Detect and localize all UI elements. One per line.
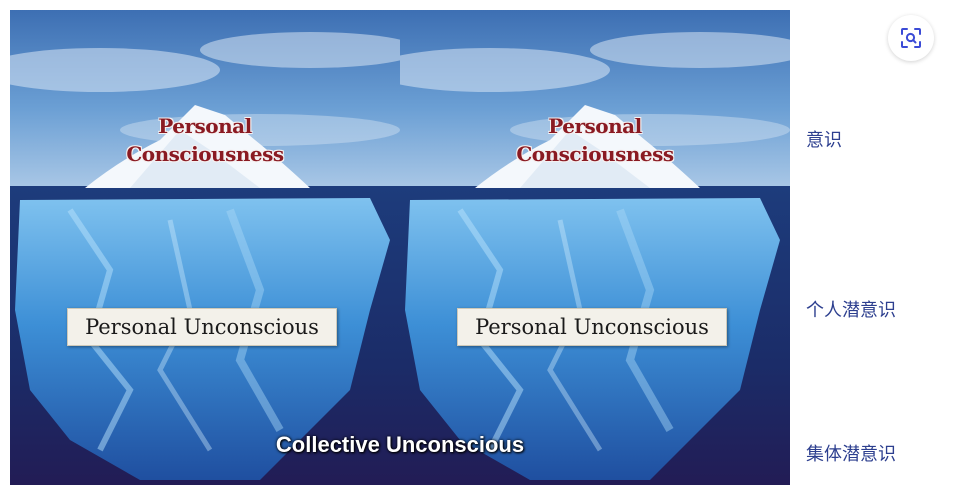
personal-unconscious-label: Personal Unconscious (67, 308, 337, 346)
iceberg-illustration (400, 10, 790, 485)
iceberg-illustration (10, 10, 400, 485)
side-label-personal-unconscious: 个人潜意识 (806, 300, 896, 321)
visual-search-icon (901, 28, 921, 48)
iceberg-panel-left: Personal Consciousness Personal Unconsci… (10, 10, 400, 485)
visual-search-button[interactable] (888, 15, 934, 61)
personal-consciousness-label: Personal Consciousness (126, 114, 284, 166)
personal-unconscious-label: Personal Unconscious (457, 308, 727, 346)
side-label-consciousness: 意识 (806, 130, 842, 151)
iceberg-panel-right: Personal Consciousness Personal Unconsci… (400, 10, 790, 485)
personal-consciousness-label: Personal Consciousness (516, 114, 674, 166)
collective-unconscious-caption: Collective Unconscious (275, 432, 525, 457)
iceberg-image: Personal Consciousness Personal Unconsci… (10, 10, 790, 485)
side-label-collective-unconscious: 集体潜意识 (806, 444, 896, 465)
